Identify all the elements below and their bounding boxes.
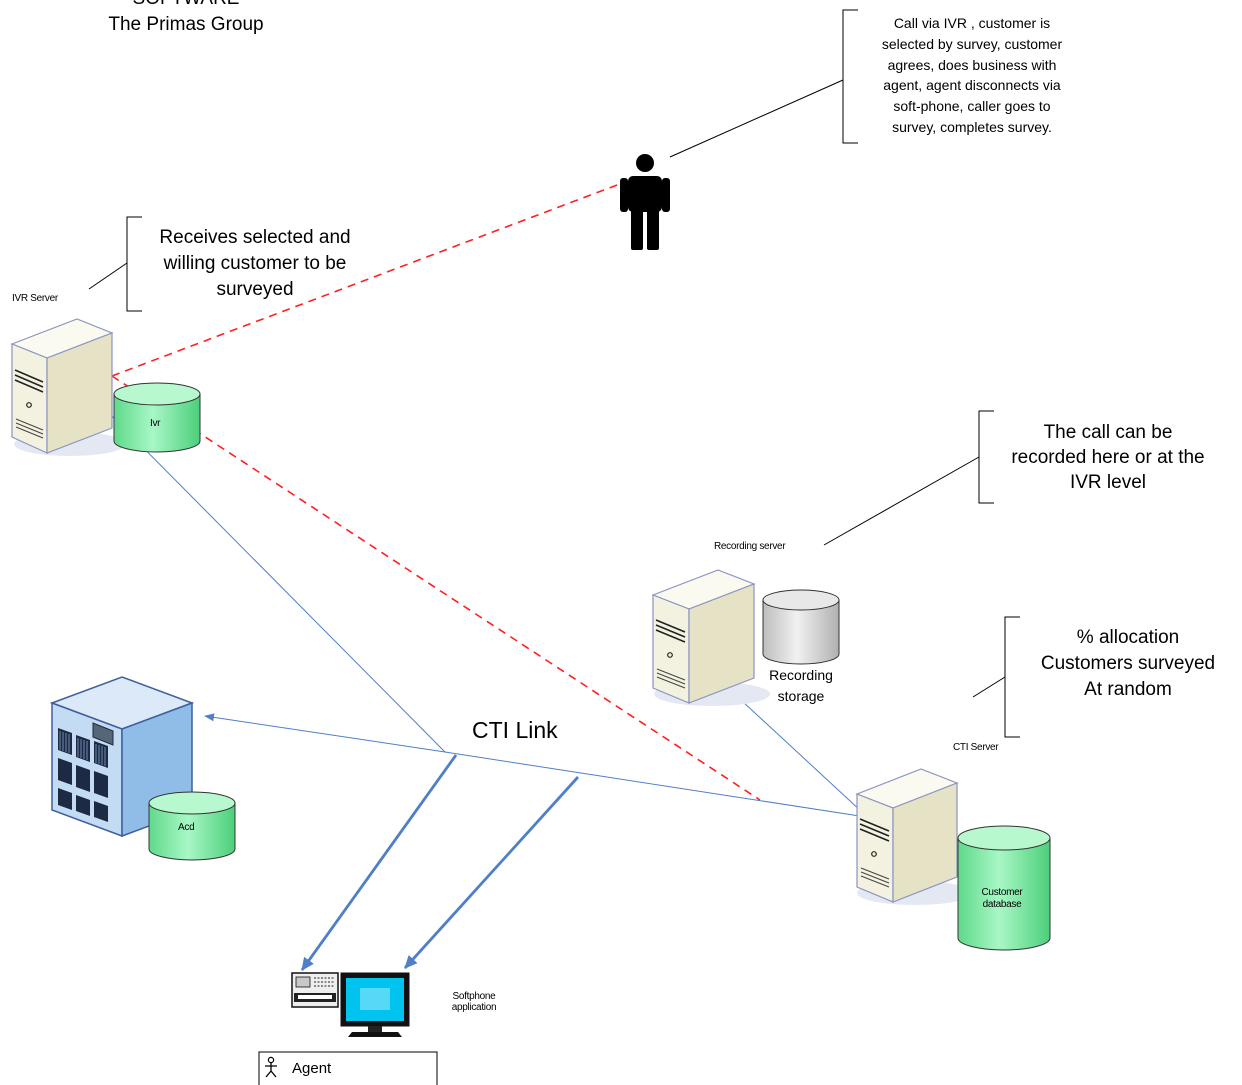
header-line1: SOFTWARE (133, 0, 240, 9)
cti-server-label: CTI Server (953, 742, 999, 753)
ivr-note-line: Receives selected and (159, 227, 350, 248)
acd-label: Acd (178, 822, 194, 833)
customer-person-icon (620, 154, 670, 250)
call-path-ivr-to-cti (111, 375, 761, 801)
ivr-server-label: IVR Server (12, 293, 59, 304)
call-flow-bracket (842, 9, 858, 144)
allocation-note-line: % allocation (1077, 627, 1179, 648)
agent-label-box: Agent (258, 1051, 438, 1085)
link-recording-to-cti (727, 687, 863, 813)
link-to-agent-pc (403, 776, 580, 969)
recording-storage-label: storage (778, 688, 825, 704)
allocation-note-line: Customers surveyed (1041, 653, 1215, 674)
call-flow-line: survey, completes survey. (892, 119, 1052, 135)
ivr-database-icon (113, 382, 201, 453)
ivr-note-bracket (126, 216, 142, 312)
call-path-ivr-to-customer (111, 181, 626, 377)
recording-note-bracket (978, 410, 994, 504)
agent-person-icon (265, 1056, 277, 1078)
recording-note-line: recorded here or at the (1011, 447, 1204, 468)
ivr-note-line: willing customer to be (163, 253, 347, 274)
recording-server-label: Recording server (714, 541, 786, 552)
ivr-db-label: Ivr (150, 418, 161, 429)
softphone-label: application (452, 1002, 497, 1013)
call-flow-line: selected by survey, customer (882, 36, 1063, 52)
softphone-label: Softphone (453, 991, 497, 1002)
agent-phone-icon (291, 972, 339, 1008)
cti-link-label: CTI Link (472, 717, 558, 743)
ivr-note-connector (88, 262, 128, 290)
call-flow-connector (669, 79, 844, 158)
agent-label: Agent (292, 1060, 332, 1077)
header-line2: The Primas Group (108, 14, 263, 35)
recording-storage-icon (762, 589, 840, 665)
call-flow-line: agent, agent disconnects via (883, 77, 1061, 93)
link-to-cti-server (444, 751, 867, 820)
recording-storage-label: Recording (769, 667, 833, 683)
customer-db-label: database (983, 899, 1022, 910)
recording-note-line: The call can be (1044, 422, 1173, 443)
link-to-agent-phone (300, 754, 458, 971)
recording-note-line: IVR level (1070, 472, 1146, 493)
call-flow-line: agrees, does business with (888, 57, 1057, 73)
call-flow-line: soft-phone, caller goes to (893, 98, 1050, 114)
ivr-note-line: surveyed (216, 279, 293, 300)
ivr-server-icon (10, 318, 126, 456)
recording-server-icon (651, 569, 770, 706)
customer-database-icon (957, 825, 1051, 951)
agent-monitor-icon (340, 972, 410, 1037)
acd-switch-icon (49, 676, 195, 838)
link-to-acd (204, 713, 446, 753)
allocation-note-line: At random (1084, 679, 1172, 700)
customer-db-label: Customer (982, 887, 1024, 898)
cti-server-icon (855, 768, 973, 905)
allocation-note-bracket (1004, 616, 1020, 738)
recording-note-connector (823, 456, 980, 546)
acd-database-icon (148, 791, 236, 861)
call-flow-line: Call via IVR , customer is (894, 15, 1050, 31)
allocation-note-connector (972, 676, 1006, 698)
